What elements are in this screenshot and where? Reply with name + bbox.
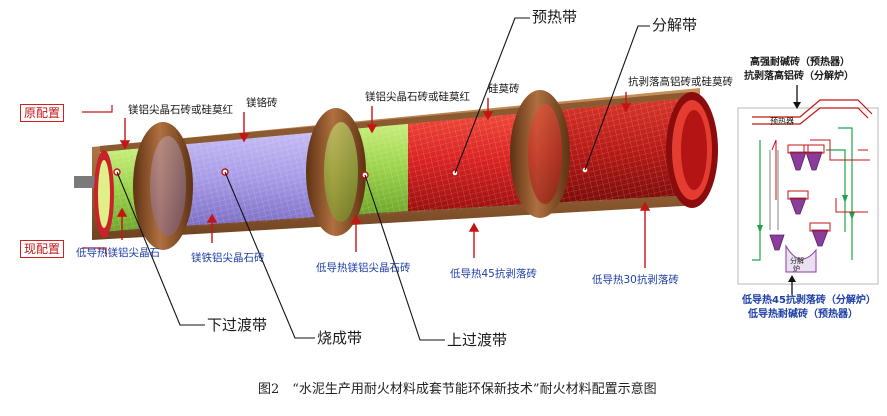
- kiln-right-bore: [681, 110, 707, 190]
- orig-brick-3: 镁铝尖晶石砖或硅莫红: [365, 91, 470, 103]
- preheater-panel: [737, 85, 879, 295]
- cur-brick-4: 低导热45抗剥落砖: [450, 268, 537, 280]
- leader-preheat: [454, 17, 530, 174]
- zone-label-lower-transition: 下过渡带: [207, 316, 268, 334]
- current-config-label: 现配置: [20, 240, 65, 258]
- tire-ring-1: [133, 122, 193, 250]
- orig-brick-5: 抗剥落高铝砖或硅莫砖: [628, 76, 733, 88]
- orig-brick-4: 硅莫砖: [488, 83, 520, 95]
- leader-lower-transition: [116, 171, 205, 326]
- panel-bottom-line1: 低导热45抗剥落砖（分解炉）: [742, 295, 876, 306]
- panel-top-line1: 高强耐碱砖（预热器）: [750, 57, 850, 68]
- tire-ring-2: [306, 108, 366, 236]
- leader-burning: [224, 171, 315, 339]
- bracket-current: [82, 247, 107, 256]
- leader-decomposition: [584, 25, 650, 171]
- zone-label-upper-transition: 上过渡带: [447, 331, 508, 349]
- panel-calciner-tag-2: 炉: [793, 265, 800, 273]
- panel-preheater-tag: 预热器: [770, 117, 794, 126]
- panel-top-line2: 抗剥落高铝砖（分解炉）: [744, 71, 854, 82]
- zone-label-preheat: 预热带: [532, 8, 578, 26]
- cur-brick-5: 低导热30抗剥落砖: [592, 274, 679, 286]
- leader-upper-transition: [364, 174, 445, 341]
- cur-brick-2: 镁铁铝尖晶石砖: [191, 252, 265, 264]
- cur-brick-3: 低导热镁铝尖晶石砖: [316, 262, 411, 274]
- orig-brick-2: 镁铬砖: [246, 97, 278, 109]
- zone-label-decomposition: 分解带: [652, 16, 698, 34]
- kiln-left-inner: [98, 160, 110, 228]
- orig-brick-1: 镁铝尖晶石砖或硅莫红: [128, 104, 233, 116]
- kiln-axle: [74, 176, 96, 188]
- bracket-original: [82, 105, 113, 113]
- original-config-label: 原配置: [20, 104, 65, 122]
- figure-caption: 图2 “水泥生产用耐火材料成套节能环保新技术”耐火材料配置示意图: [258, 382, 657, 397]
- cur-brick-1: 低导热镁铝尖晶石: [76, 247, 160, 259]
- tire-ring-3: [510, 90, 570, 218]
- zone-label-burning: 烧成带: [317, 329, 363, 347]
- panel-bottom-line2: 低导热耐碱砖（预热器）: [748, 309, 858, 320]
- panel-calciner-tag-1: 分解: [790, 257, 804, 265]
